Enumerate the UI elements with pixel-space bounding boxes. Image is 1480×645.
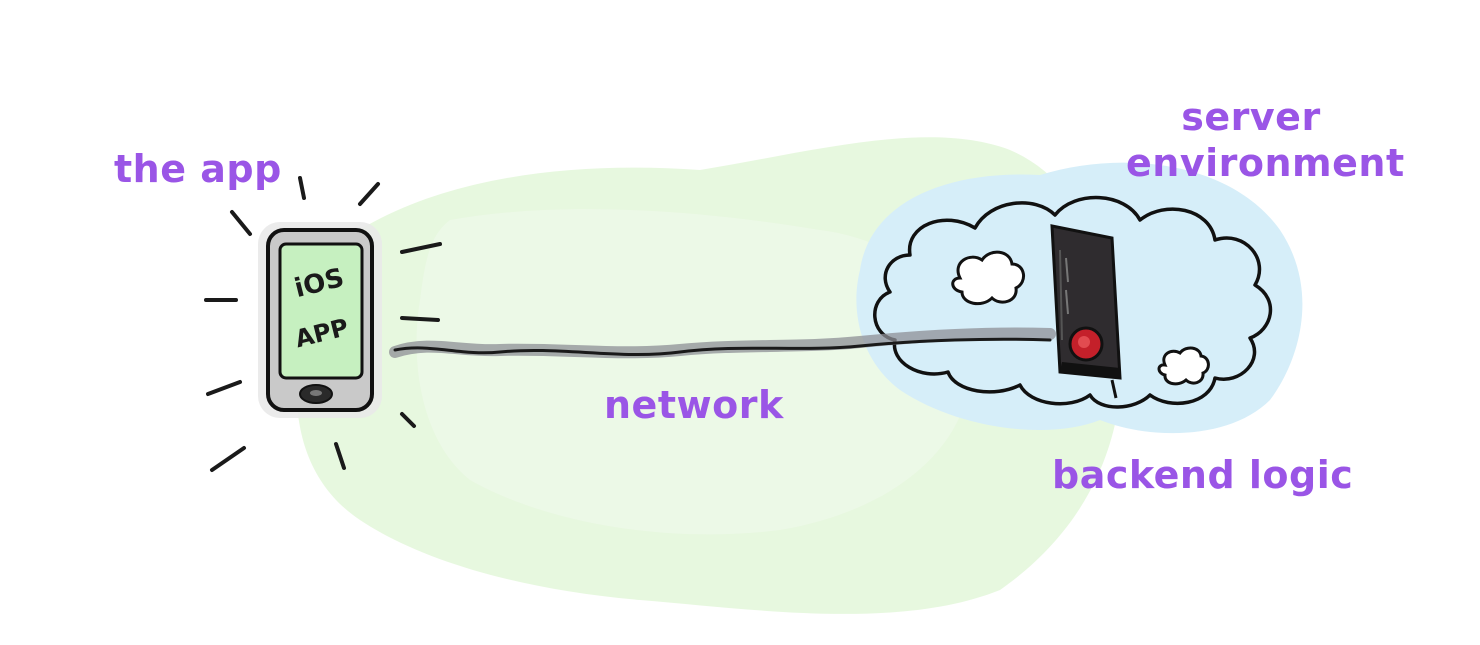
- label-backend-logic: backend logic: [1052, 453, 1354, 497]
- small-cloud-left: [951, 250, 1025, 306]
- small-cloud-right: [1157, 346, 1210, 386]
- cloud-outline: [873, 195, 1273, 409]
- phone-glow-rays: [204, 176, 442, 472]
- network-wash-inner: [416, 209, 971, 535]
- server-icon: [1050, 224, 1122, 399]
- label-server-environment: server environment: [1126, 94, 1405, 186]
- label-network: network: [604, 383, 784, 427]
- phone-screen: [278, 242, 364, 380]
- label-the-app: the app: [114, 147, 282, 191]
- label-server-line2: environment: [1126, 141, 1405, 185]
- network-wire: [393, 337, 1052, 357]
- network-wire-shadow: [389, 327, 1056, 359]
- phone-icon: iOS APP: [258, 222, 382, 418]
- label-server-line1: server: [1181, 95, 1321, 139]
